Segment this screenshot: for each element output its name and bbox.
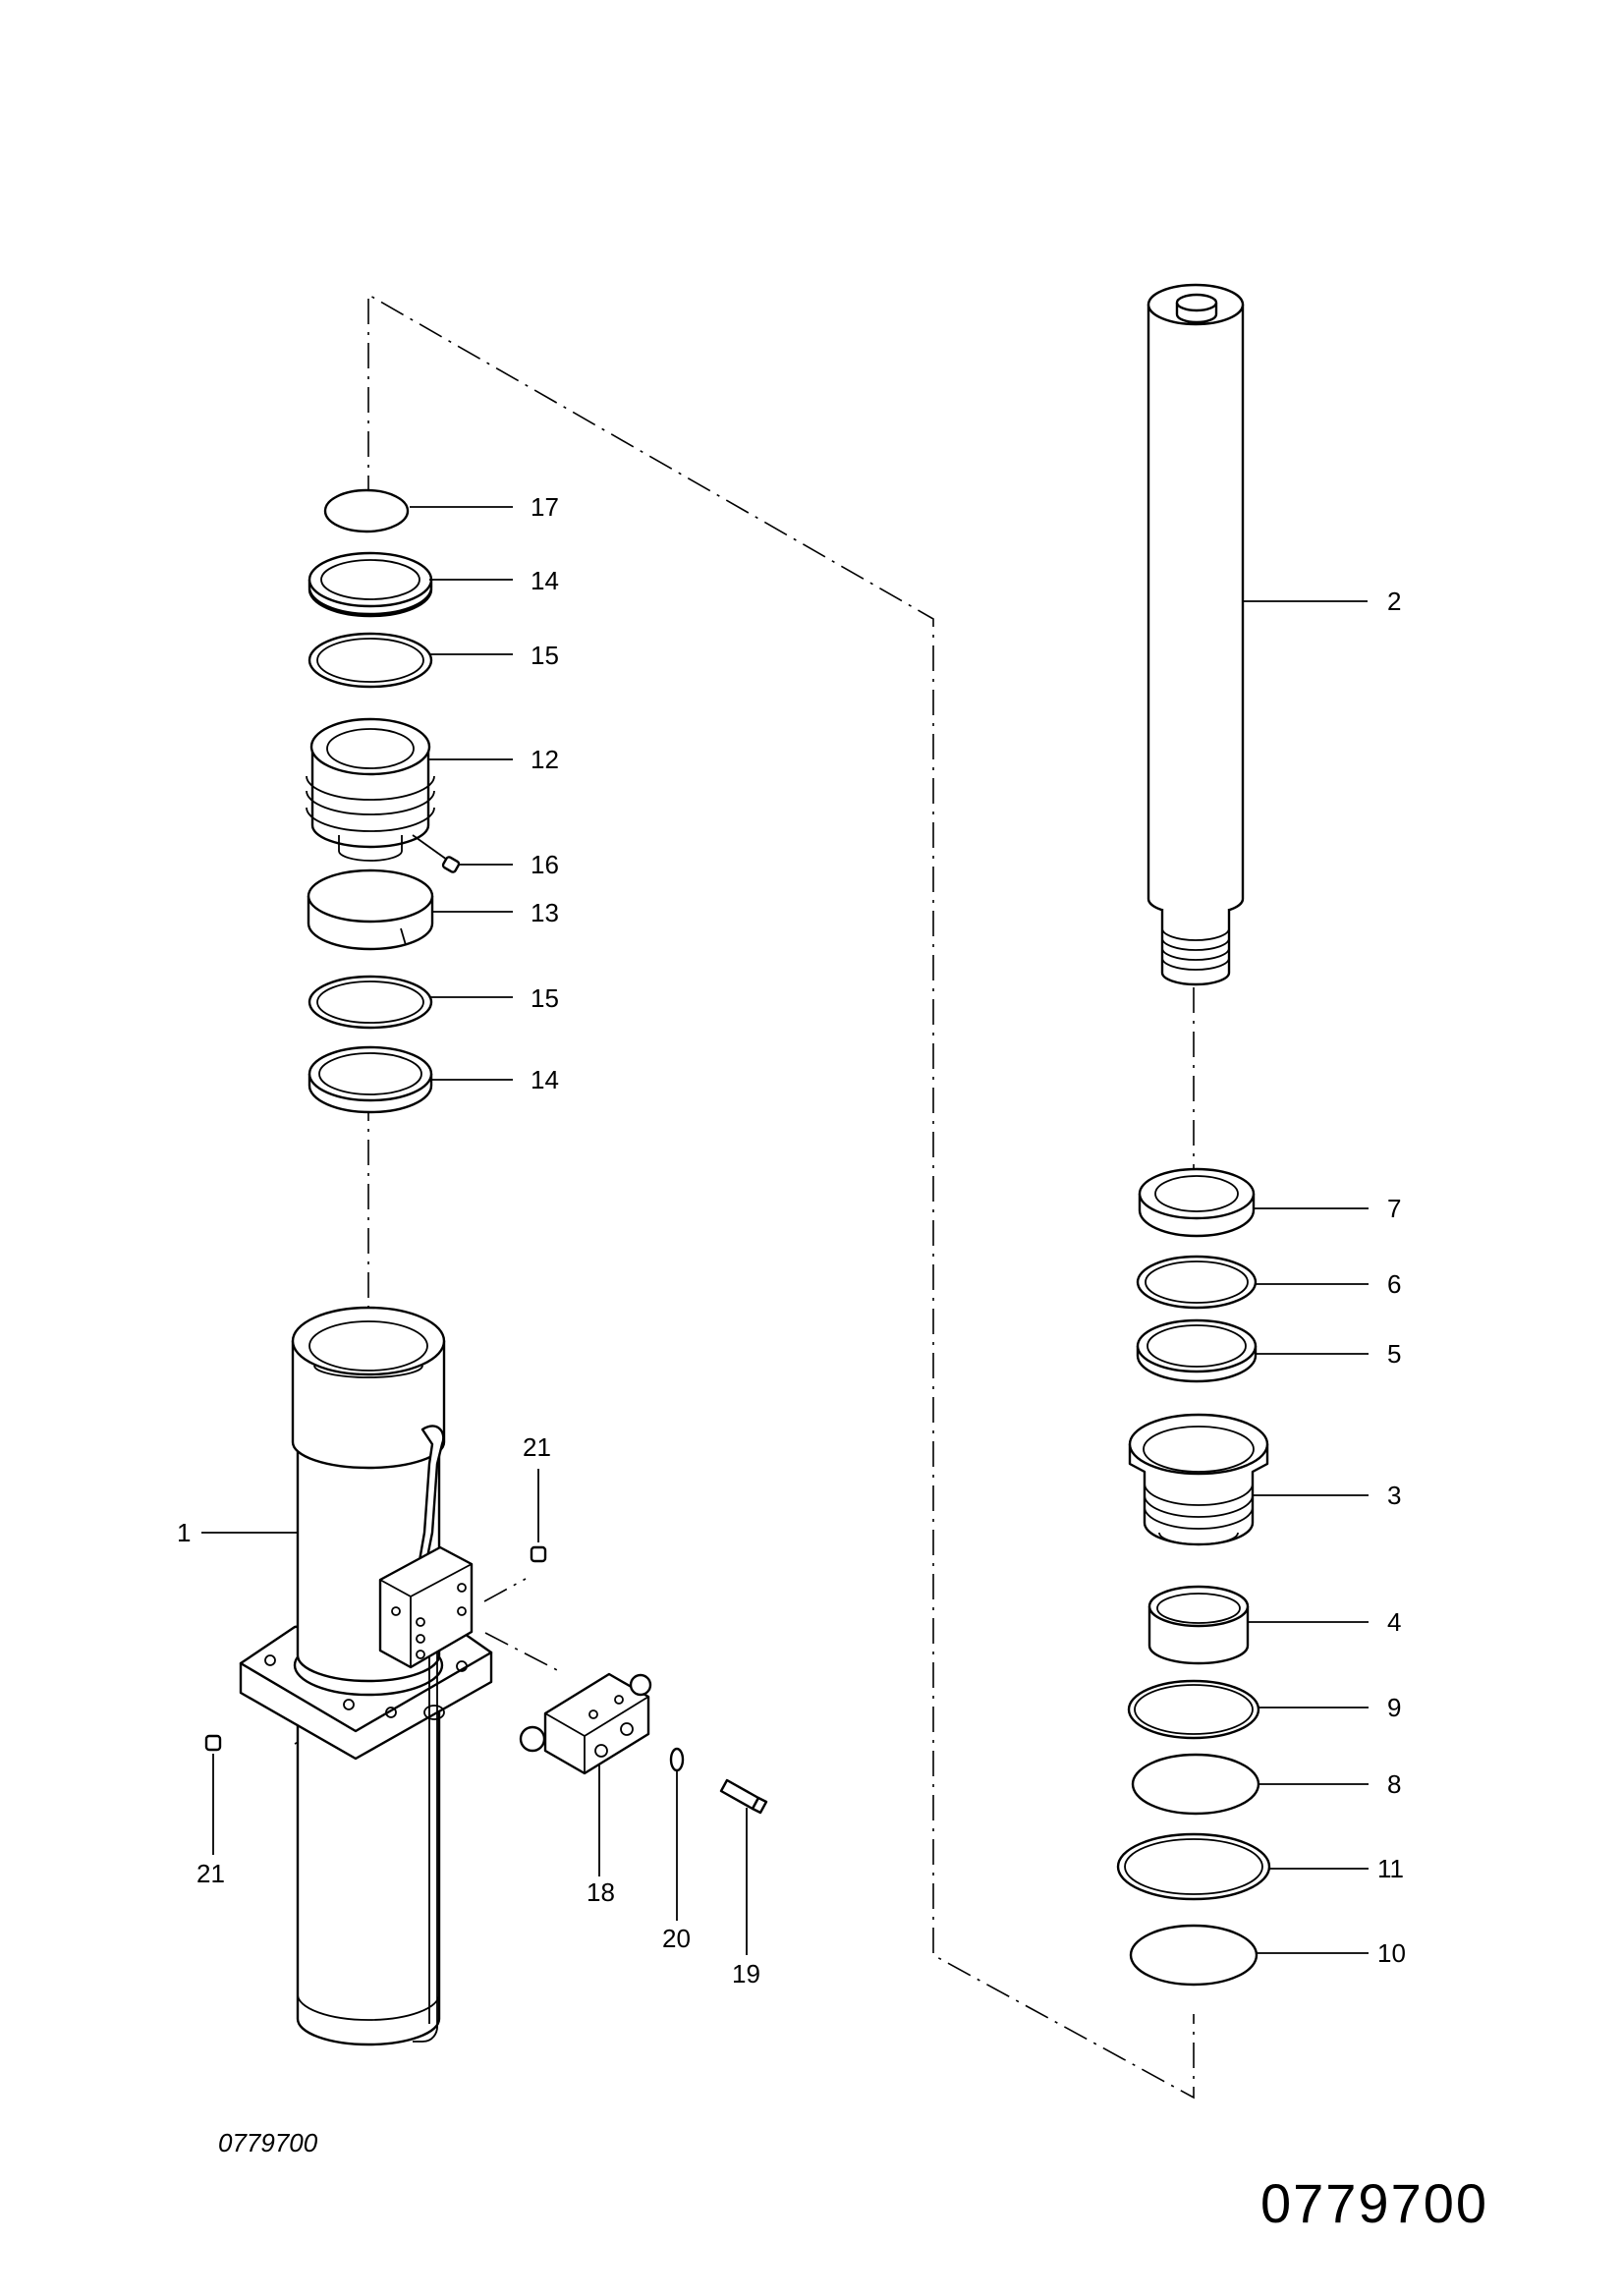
part-number-labels: 17 14 15 12 16 13 15 14 2 7 6 5 3 4 9 8 11 10 1 21 21 18 20 19 [177, 492, 1406, 1988]
part-label-10: 10 [1377, 1938, 1406, 1968]
part-label-8: 8 [1387, 1769, 1401, 1799]
drawing-number: 0779700 [1260, 2172, 1488, 2234]
part-label-13: 13 [531, 898, 559, 927]
part-label-1: 1 [177, 1518, 191, 1547]
part-label-14-lower: 14 [531, 1065, 559, 1094]
part-17-o-ring [323, 488, 410, 533]
part-label-18: 18 [587, 1877, 615, 1907]
part-14-lower-backup-ring [308, 1045, 433, 1114]
leader-lines [201, 506, 1369, 1955]
part-8-o-ring [1131, 1753, 1260, 1816]
part-14-upper-backup-ring [308, 551, 433, 618]
part-6-ring [1136, 1255, 1258, 1310]
part-15-upper-ring [308, 632, 433, 689]
part-13-sleeve [307, 868, 434, 951]
part-11-ring [1116, 1832, 1271, 1901]
part-label-14-upper: 14 [531, 566, 559, 595]
part-label-6: 6 [1387, 1269, 1401, 1299]
part-label-15-upper: 15 [531, 641, 559, 670]
part-9-ring [1127, 1679, 1260, 1740]
part-label-19: 19 [732, 1959, 760, 1988]
part-label-11: 11 [1377, 1854, 1404, 1883]
part-10-o-ring [1129, 1924, 1258, 1987]
part-label-21-right: 21 [523, 1432, 551, 1462]
part-16-set-screw [412, 834, 461, 873]
drawing-caption: 0779700 [218, 2128, 318, 2157]
part-3-piston [1128, 1413, 1269, 1546]
part-label-9: 9 [1387, 1693, 1401, 1722]
part-label-20: 20 [662, 1924, 691, 1953]
part-1-cylinder-body [239, 1306, 493, 2046]
part-label-12: 12 [531, 745, 559, 774]
part-label-15-lower: 15 [531, 983, 559, 1013]
part-label-17: 17 [531, 492, 559, 522]
part-label-2: 2 [1387, 587, 1401, 616]
part-19-bolt [719, 1778, 768, 1815]
part-12-gland [306, 717, 435, 862]
part-20-washer [669, 1747, 685, 1772]
part-label-21-left: 21 [196, 1859, 225, 1888]
part-label-5: 5 [1387, 1339, 1401, 1369]
part-5-backup-ring [1136, 1318, 1258, 1383]
part-label-3: 3 [1387, 1481, 1401, 1510]
part-2-piston-rod [1147, 283, 1245, 986]
part-label-16: 16 [531, 850, 559, 879]
part-15-lower-ring [308, 975, 433, 1030]
part-18-relief-valve [519, 1672, 652, 1775]
part-21-plug-left [204, 1734, 222, 1752]
part-4-wear-ring [1147, 1585, 1250, 1665]
part-label-7: 7 [1387, 1194, 1401, 1223]
part-7-seal [1138, 1167, 1256, 1238]
part-21-plug-right [530, 1545, 547, 1563]
part-label-4: 4 [1387, 1607, 1401, 1637]
